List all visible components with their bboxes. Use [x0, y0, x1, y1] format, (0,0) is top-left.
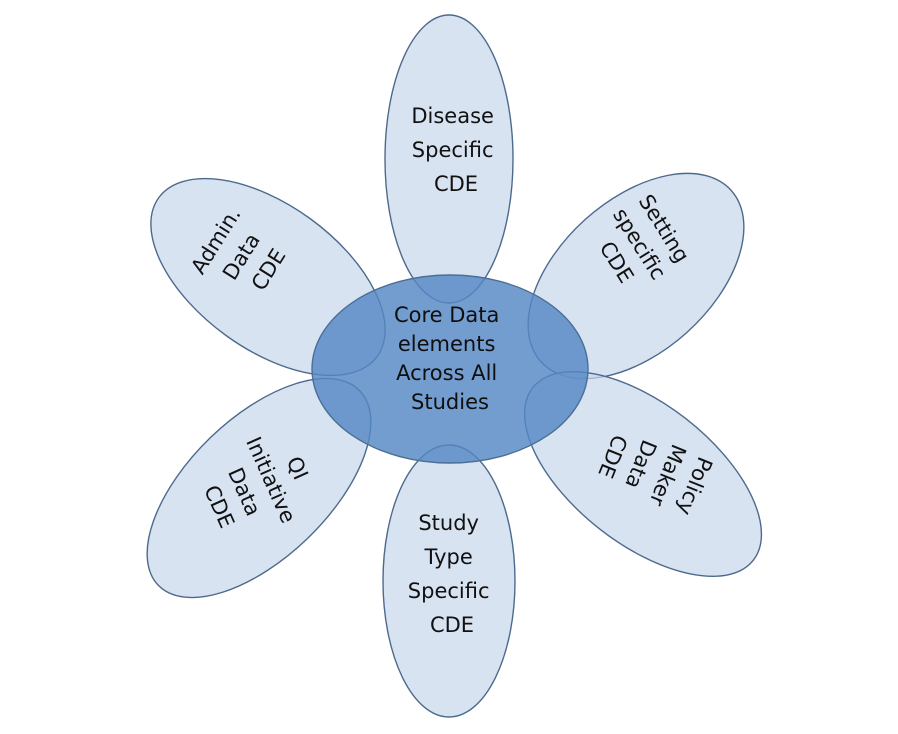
core-label-line-2: elements: [398, 332, 496, 356]
study-label-line-4: CDE: [430, 613, 474, 637]
core-data-elements: [311, 274, 589, 464]
disease-label-line-1: Disease: [411, 104, 494, 128]
disease-label: Disease Specific CDE: [411, 104, 500, 196]
study-label-line-1: Study: [418, 511, 479, 535]
disease-label-line-2: Specific: [412, 138, 494, 162]
study-label-line-2: Type: [424, 545, 473, 569]
core-label: Core Data elements Across All Studies: [394, 303, 506, 414]
disease-label-line-3: CDE: [434, 172, 478, 196]
core-label-line-4: Studies: [411, 390, 489, 414]
core-label-line-3: Across All: [396, 361, 497, 385]
study-label-line-3: Specific: [408, 579, 490, 603]
study-label: Study Type Specific CDE: [408, 511, 496, 637]
core-label-line-1: Core Data: [394, 303, 499, 327]
